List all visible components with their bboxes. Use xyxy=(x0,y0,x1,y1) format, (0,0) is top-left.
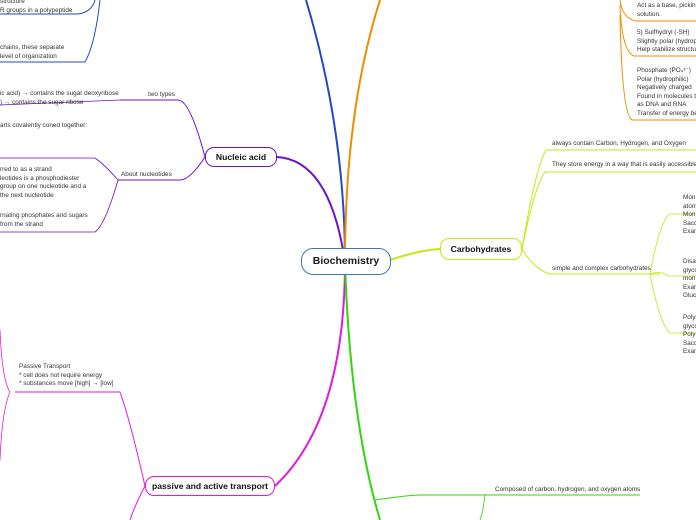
node-line: Poly xyxy=(683,331,696,339)
node-line: Phosphate (PO₄³⁻) xyxy=(637,67,691,74)
node-line: Gluc xyxy=(683,292,696,300)
carb-simple-complex-node[interactable]: simple and complex carbohydrates xyxy=(552,265,651,272)
carb-always-node[interactable]: always contain Carbon, Hydrogen, and Oxy… xyxy=(552,140,686,147)
nucleic-parts-node[interactable]: arts covalently coned together: xyxy=(0,122,88,129)
node-line: level of organization xyxy=(0,52,57,60)
node-line: Sacc xyxy=(683,219,696,227)
branch-nucleic xyxy=(276,156,346,263)
topic-passive-active-transport[interactable]: passive and active transport xyxy=(145,476,275,496)
node-line: Exam xyxy=(683,228,696,236)
node-line: group on one nucleotide and a xyxy=(0,183,87,191)
lipid-composed-node[interactable]: Composed of carbon, hydrogen, and oxygen… xyxy=(495,486,641,493)
protein-structure-node[interactable]: structure R groups in a polypeptide xyxy=(0,0,72,15)
node-line: glyco xyxy=(683,322,696,330)
node-line: rnating phosphates and sugars xyxy=(0,212,88,219)
node-line: R groups in a polypeptide xyxy=(0,6,73,14)
central-topic-label: Biochemistry xyxy=(312,255,380,267)
topic-nucleic-acid-label: Nucleic acid xyxy=(215,152,267,162)
nucleic-strand-node[interactable]: rred to as a strand leotides is a phosph… xyxy=(0,166,86,200)
carb-disaccharide-node[interactable]: Disa glyco mon Exam Gluc xyxy=(683,258,696,301)
node-line: Sacc xyxy=(683,339,696,347)
node-line: from the strand xyxy=(0,220,43,228)
protein-chains-node[interactable]: chains, these separate level of organiza… xyxy=(0,44,64,61)
topic-carbohydrates-label: Carbohydrates xyxy=(450,244,512,254)
branch-protein xyxy=(305,0,346,263)
node-line: solution. xyxy=(637,10,661,18)
node-line: Polar (hydrophilic) xyxy=(637,75,689,83)
transport-passive-node[interactable]: Passive Transport * cell does not requir… xyxy=(19,363,113,389)
node-line: Help stabilize structur xyxy=(637,46,696,54)
node-line: leotides is a phosphodiester xyxy=(0,174,80,182)
branch-lipids xyxy=(344,261,381,520)
nucleic-alternating-node[interactable]: rnating phosphates and sugars from the s… xyxy=(0,212,88,229)
carb-polysaccharide-node[interactable]: Polys glyco Poly Sacc Exam xyxy=(683,314,696,357)
branch-carbohydrates xyxy=(389,248,441,261)
node-line: Slightly polar (hydroph xyxy=(637,37,696,45)
topic-nucleic-acid[interactable]: Nucleic acid xyxy=(205,147,277,167)
node-line: structure xyxy=(0,0,25,5)
topic-carbohydrates[interactable]: Carbohydrates xyxy=(440,238,522,260)
node-line: * cell does not require energy xyxy=(19,371,103,379)
branch-functional-groups xyxy=(344,0,381,263)
carb-energy-node[interactable]: They store energy in a way that is easil… xyxy=(552,161,696,168)
node-line: Mon xyxy=(683,211,696,219)
node-line: ic acid) → contains the sugar deoxyribos… xyxy=(0,90,119,97)
node-line: Exam xyxy=(683,283,696,291)
functional-sulfhydryl-node[interactable]: 5) Sulfhydryl (-SH) Slightly polar (hydr… xyxy=(637,29,696,55)
node-line: Negatively charged xyxy=(637,84,692,92)
node-line: Mon xyxy=(683,194,696,201)
node-line: rred to as a strand xyxy=(0,166,52,173)
node-line: Exam xyxy=(683,348,696,356)
node-line: Passive Transport xyxy=(19,363,71,370)
node-line: as DNA and RNA xyxy=(637,101,687,109)
node-line: * substances move [high] → [low] xyxy=(19,380,114,388)
node-line: ) → contains the sugar ribose xyxy=(0,98,84,106)
node-line: Transfer of energy be xyxy=(637,109,696,117)
node-line: chains, these separate xyxy=(0,44,65,51)
functional-base-node[interactable]: Act as a base, pickin solution. xyxy=(637,2,696,19)
node-line: Polys xyxy=(683,314,696,321)
node-line: glyco xyxy=(683,266,696,274)
node-line: 5) Sulfhydryl (-SH) xyxy=(637,29,690,36)
functional-phosphate-node[interactable]: Phosphate (PO₄³⁻) Polar (hydrophilic) Ne… xyxy=(637,67,696,119)
nucleic-about-nucleotides-label[interactable]: About nucleotides xyxy=(121,171,172,178)
node-line: atom xyxy=(683,202,696,210)
carb-monosaccharide-node[interactable]: Mon atom Mon Sacc Exam xyxy=(683,194,696,237)
branch-transport xyxy=(274,261,346,487)
node-line: mon xyxy=(683,275,696,283)
node-line: Disa xyxy=(683,258,696,265)
nucleic-two-types-node[interactable]: ic acid) → contains the sugar deoxyribos… xyxy=(0,90,119,107)
nucleic-two-types-label[interactable]: two types xyxy=(148,91,175,98)
topic-transport-label: passive and active transport xyxy=(151,481,269,491)
node-line: the next nucleotide xyxy=(0,191,54,199)
node-line: Found in molecules th xyxy=(637,92,696,100)
central-topic-biochemistry[interactable]: Biochemistry xyxy=(301,248,391,275)
node-line: Act as a base, pickin xyxy=(637,2,696,9)
